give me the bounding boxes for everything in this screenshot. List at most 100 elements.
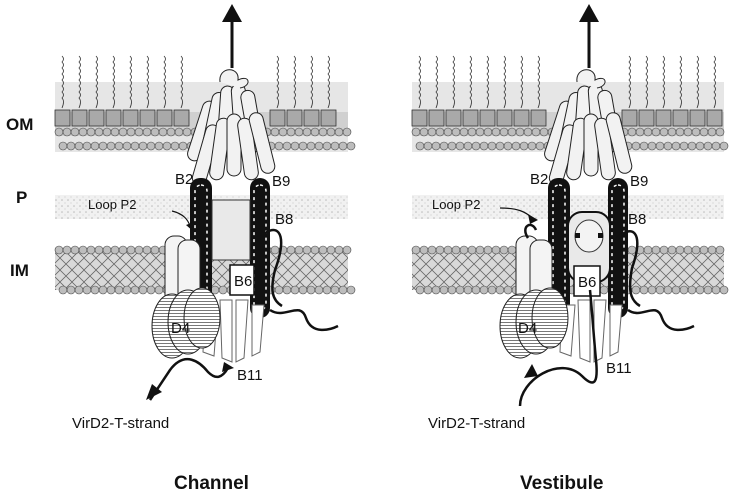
lipid-head [479, 285, 489, 295]
virb2-helices [544, 69, 633, 186]
virb6-box [573, 265, 601, 297]
lipid-block [706, 109, 723, 127]
label-loop-p2: Loop P2 [432, 197, 480, 212]
lipid-head [326, 127, 336, 137]
lipid-head [631, 141, 641, 151]
lipid-head [142, 127, 152, 137]
lipid-head [715, 245, 725, 255]
label-b8: B8 [628, 211, 646, 228]
lipid-head [519, 141, 529, 151]
lipid-head [427, 245, 437, 255]
lipid-head [483, 127, 493, 137]
lipid-head [122, 285, 132, 295]
lipid-head [467, 127, 477, 137]
label-b11: B11 [606, 360, 632, 377]
virb8-loop [257, 228, 283, 308]
lps-chain [486, 55, 489, 109]
lipid-head [439, 141, 449, 151]
lipid-head [627, 127, 637, 137]
lipid-head [62, 245, 72, 255]
lipid-head [142, 245, 152, 255]
lipid-head [314, 141, 324, 151]
lipid-head [503, 141, 513, 151]
lipid-head [667, 127, 677, 137]
lipid-head [94, 245, 104, 255]
lipid-head [475, 127, 485, 137]
lps-chain [180, 55, 183, 109]
label-b11: B11 [237, 367, 263, 384]
lipid-head [138, 141, 148, 151]
lipid-block [479, 109, 496, 127]
lipid-head [471, 141, 481, 151]
lipid-head [435, 127, 445, 137]
lipid-head [270, 245, 280, 255]
lipid-block [320, 109, 337, 127]
pilin-helix [594, 117, 616, 181]
lps-chain [61, 55, 64, 109]
lps-chain [452, 55, 455, 109]
lipid-head [423, 141, 433, 151]
lipid-head [98, 285, 108, 295]
lipid-head [451, 245, 461, 255]
inner-membrane [411, 245, 729, 295]
lipid-head [94, 127, 104, 137]
lipid-head [491, 245, 501, 255]
lipid-block [530, 109, 547, 127]
lipid-head [467, 245, 477, 255]
lipid-head [90, 285, 100, 295]
lipid-block [462, 109, 479, 127]
lipid-head [310, 245, 320, 255]
lipid-block [269, 109, 286, 127]
lipid-head [102, 127, 112, 137]
label-b6: B6 [234, 273, 252, 290]
lps-chain [112, 55, 115, 109]
lipid-head [499, 127, 509, 137]
lipid-head [663, 285, 673, 295]
lipid-head [74, 141, 84, 151]
lipid-head [719, 141, 729, 151]
lipid-block [71, 109, 88, 127]
lipid-head [338, 141, 348, 151]
lipid-head [515, 127, 525, 137]
lipid-head [82, 141, 92, 151]
lipid-block [428, 109, 445, 127]
label-substrate: VirD2-T-strand [428, 415, 525, 432]
pilin-helix [248, 112, 276, 174]
lipid-head [643, 245, 653, 255]
label-b9: B9 [630, 173, 648, 190]
vestibule-complex [499, 4, 695, 407]
lipid-head [499, 245, 509, 255]
lipid-head [54, 127, 64, 137]
lipid-block [139, 109, 156, 127]
lipid-head [459, 127, 469, 137]
lipid-head [70, 127, 80, 137]
lipid-head [330, 285, 340, 295]
pilus-tip [219, 69, 249, 89]
lipid-head [330, 141, 340, 151]
lipid-head [334, 127, 344, 137]
om-lipid-blocks [54, 109, 337, 127]
lipid-head [495, 285, 505, 295]
lipid-head [122, 141, 132, 151]
lipid-head [491, 127, 501, 137]
lipid-head [306, 141, 316, 151]
lipopolysaccharide-chains [418, 55, 716, 109]
lipid-head [639, 285, 649, 295]
lipid-head [322, 285, 332, 295]
lipid-head [427, 127, 437, 137]
substrate-arrow [518, 289, 598, 407]
lipid-head [170, 141, 180, 151]
panel-title-channel: Channel [174, 473, 249, 494]
lipid-head [443, 245, 453, 255]
lipid-head [346, 141, 356, 151]
lipid-head [683, 127, 693, 137]
lipid-head [699, 127, 709, 137]
lipid-head [130, 285, 140, 295]
lipid-head [182, 127, 192, 137]
lipid-head [338, 285, 348, 295]
pilin-helix [237, 117, 259, 181]
lipid-block [496, 109, 513, 127]
lps-chain [679, 55, 682, 109]
lipid-head [695, 285, 705, 295]
lipid-head [86, 245, 96, 255]
